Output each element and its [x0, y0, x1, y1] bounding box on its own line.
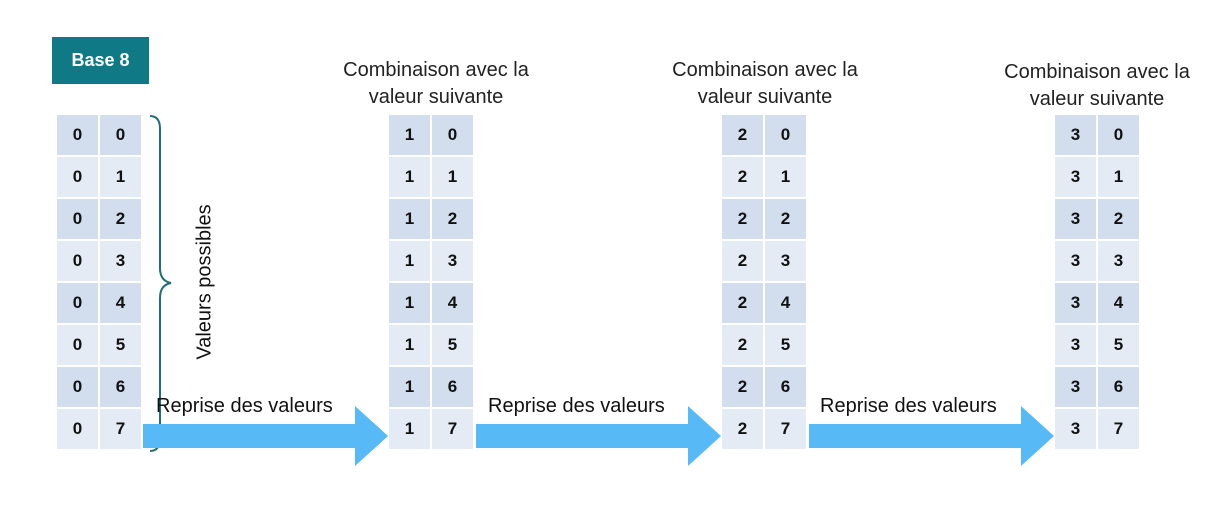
table-cell-second-digit: 5	[1098, 325, 1139, 365]
possible-values-label: Valeurs possibles	[193, 204, 216, 360]
table-cell-second-digit: 3	[765, 241, 806, 281]
table-cell-second-digit: 2	[765, 199, 806, 239]
table-cell-first-digit: 3	[1055, 367, 1096, 407]
table-cell-first-digit: 0	[57, 157, 98, 197]
table-cell-first-digit: 1	[389, 115, 430, 155]
table-cell-second-digit: 7	[1098, 409, 1139, 449]
table-cell-second-digit: 1	[765, 157, 806, 197]
table-cell-second-digit: 1	[100, 157, 141, 197]
table-cell-first-digit: 0	[57, 199, 98, 239]
table-cell-first-digit: 3	[1055, 283, 1096, 323]
table-cell-first-digit: 2	[722, 199, 763, 239]
table-cell-first-digit: 0	[57, 241, 98, 281]
arrow-label-2: Reprise des valeurs	[488, 395, 665, 417]
table-cell-first-digit: 1	[389, 199, 430, 239]
table-cell-first-digit: 2	[722, 367, 763, 407]
table-cell-first-digit: 1	[389, 283, 430, 323]
table-cell-second-digit: 3	[1098, 241, 1139, 281]
table-cell-first-digit: 0	[57, 409, 98, 449]
arrow-label-3: Reprise des valeurs	[820, 395, 997, 417]
table-cell-first-digit: 3	[1055, 115, 1096, 155]
table-cell-first-digit: 3	[1055, 199, 1096, 239]
table-cell-second-digit: 0	[1098, 115, 1139, 155]
table-cell-first-digit: 2	[722, 283, 763, 323]
table-cell-second-digit: 5	[765, 325, 806, 365]
table-cell-first-digit: 0	[57, 367, 98, 407]
table-cell-second-digit: 4	[100, 283, 141, 323]
table-cell-first-digit: 2	[722, 115, 763, 155]
table-cell-second-digit: 3	[432, 241, 473, 281]
table-cell-first-digit: 3	[1055, 241, 1096, 281]
table-cell-second-digit: 5	[100, 325, 141, 365]
table-cell-first-digit: 3	[1055, 157, 1096, 197]
table-cell-second-digit: 6	[100, 367, 141, 407]
table-cell-second-digit: 7	[100, 409, 141, 449]
table-cell-second-digit: 7	[765, 409, 806, 449]
table-cell-first-digit: 0	[57, 115, 98, 155]
base-badge: Base 8	[52, 37, 149, 84]
table-cell-first-digit: 0	[57, 325, 98, 365]
right-arrow-icon	[143, 406, 388, 466]
table-cell-first-digit: 2	[722, 241, 763, 281]
table-cell-first-digit: 2	[722, 409, 763, 449]
right-arrow-icon	[809, 406, 1054, 466]
table-cell-second-digit: 6	[432, 367, 473, 407]
table-cell-second-digit: 2	[1098, 199, 1139, 239]
table-cell-first-digit: 3	[1055, 409, 1096, 449]
table-cell-second-digit: 5	[432, 325, 473, 365]
table-cell-second-digit: 6	[765, 367, 806, 407]
arrow-label-1: Reprise des valeurs	[156, 395, 333, 417]
table-cell-second-digit: 0	[765, 115, 806, 155]
table-cell-second-digit: 4	[432, 283, 473, 323]
table-cell-second-digit: 0	[432, 115, 473, 155]
heading-combination-1: Combinaison avec la valeur suivante	[343, 59, 529, 108]
table-cell-second-digit: 1	[1098, 157, 1139, 197]
table-cell-first-digit: 3	[1055, 325, 1096, 365]
heading-combination-3: Combinaison avec la valeur suivante	[1004, 61, 1190, 110]
table-cell-second-digit: 3	[100, 241, 141, 281]
table-cell-first-digit: 1	[389, 157, 430, 197]
table-cell-first-digit: 2	[722, 325, 763, 365]
table-cell-second-digit: 2	[100, 199, 141, 239]
heading-combination-2: Combinaison avec la valeur suivante	[672, 59, 858, 108]
table-cell-second-digit: 4	[765, 283, 806, 323]
table-cell-first-digit: 1	[389, 325, 430, 365]
table-cell-second-digit: 7	[432, 409, 473, 449]
table-cell-second-digit: 6	[1098, 367, 1139, 407]
table-cell-first-digit: 1	[389, 409, 430, 449]
table-cell-first-digit: 1	[389, 367, 430, 407]
table-cell-first-digit: 2	[722, 157, 763, 197]
table-cell-first-digit: 1	[389, 241, 430, 281]
table-cell-first-digit: 0	[57, 283, 98, 323]
right-arrow-icon	[476, 406, 721, 466]
table-cell-second-digit: 2	[432, 199, 473, 239]
table-cell-second-digit: 4	[1098, 283, 1139, 323]
table-cell-second-digit: 1	[432, 157, 473, 197]
table-cell-second-digit: 0	[100, 115, 141, 155]
